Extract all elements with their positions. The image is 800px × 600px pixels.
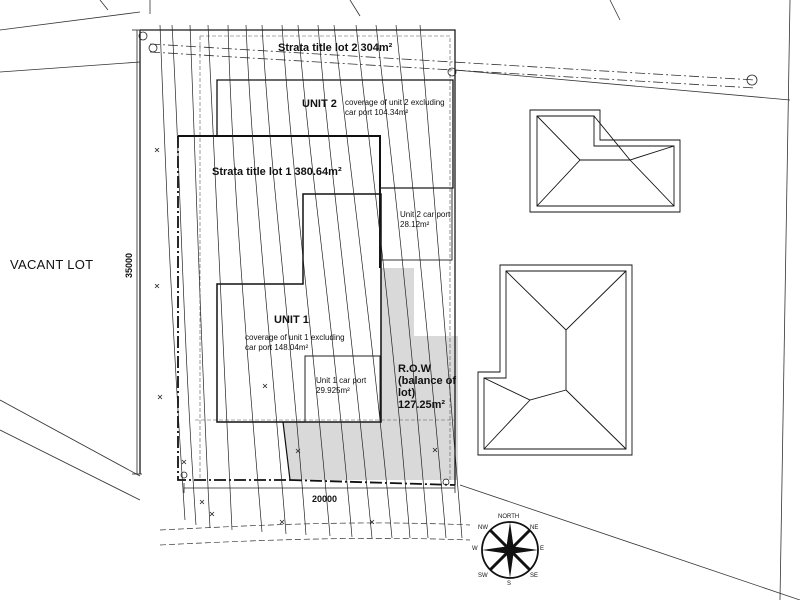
inner-frame (195, 35, 455, 480)
unit-2-coverage-line2: car port 104.34m² (345, 108, 409, 117)
depth-dimension-label: 35000 (124, 252, 134, 278)
easement-line (149, 43, 756, 89)
row-label-line2: (balance of (398, 375, 457, 387)
neighbour-house-1 (529, 109, 681, 213)
compass-nw: NW (478, 525, 488, 531)
compass-rose (481, 521, 539, 579)
compass-s: S (507, 581, 512, 587)
width-dimension (183, 483, 456, 493)
compass-se: SE (530, 573, 539, 579)
strata-lot-1-label: Strata title lot 1 380.64m² (212, 166, 342, 178)
neighbour-house-2 (477, 264, 633, 456)
row-edge (282, 421, 291, 481)
survey-marks (138, 31, 758, 486)
unit-1-carport-line1: Unit 1 car port (316, 376, 367, 385)
road-curbs (159, 522, 471, 546)
unit-2-carport (379, 187, 453, 261)
strata-lot-1-top (178, 135, 381, 268)
strata-lot-2-label: Strata title lot 2 304m² (278, 42, 393, 54)
compass-ne: NE (530, 525, 539, 531)
row-label-line1: R.O.W (398, 363, 431, 375)
width-dimension-label: 20000 (312, 494, 338, 504)
depth-dimension (132, 29, 142, 475)
row-shaded-area (283, 268, 458, 480)
compass-w: W (472, 546, 478, 552)
spot-levels (154, 147, 438, 525)
unit-2-coverage-line1: coverage of unit 2 excluding (345, 98, 445, 107)
unit-1-coverage-line1: coverage of unit 1 excluding (245, 333, 345, 342)
vacant-lot-label: VACANT LOT (10, 257, 94, 272)
row-label-line4: 127.25m² (398, 399, 446, 411)
unit-1-building (216, 193, 382, 423)
lot-boundary (139, 29, 456, 485)
compass-e: E (540, 546, 545, 552)
contour-lines (159, 24, 463, 539)
unit-2-label: UNIT 2 (302, 98, 337, 110)
unit-1-carport-line2: 29.925m² (316, 386, 350, 395)
unit-2-carport-line2: 28.12m² (400, 220, 430, 229)
row-label-line3: lot) (398, 387, 416, 399)
compass-sw: SW (478, 573, 488, 579)
unit-1-carport (304, 355, 381, 423)
strata-lot-1-boundary (177, 136, 456, 486)
compass-north: NORTH (498, 514, 520, 520)
unit-1-coverage-line2: car port 148.04m² (245, 343, 309, 352)
unit-2-carport-line1: Unit 2 car port (400, 210, 451, 219)
unit-1-label: UNIT 1 (274, 314, 309, 326)
